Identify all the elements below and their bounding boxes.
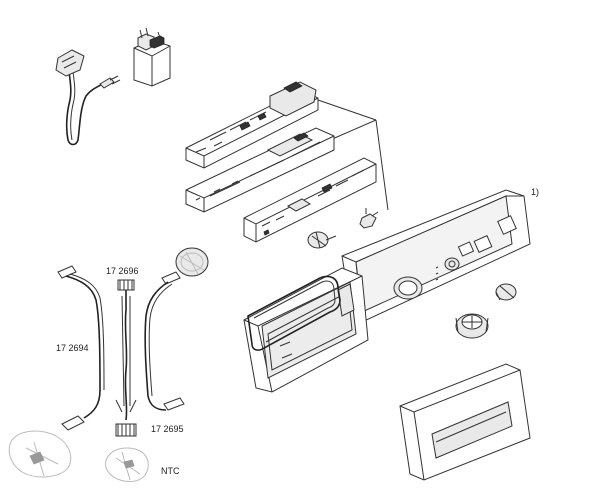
- program-knob-shaft: [307, 231, 337, 249]
- ref-label-1: 1): [531, 187, 540, 197]
- detergent-drawer-frame: [243, 267, 369, 393]
- electronic-module-frame: [185, 127, 335, 213]
- leader-lines: [317, 99, 389, 211]
- cable-harness-2696: [115, 279, 137, 437]
- electronic-module-upper: [185, 81, 319, 169]
- part-label-2696: 17 2696: [106, 266, 139, 276]
- control-pcb: [243, 157, 377, 243]
- cable-harness-2695: [144, 271, 185, 411]
- control-knob-large: [455, 313, 489, 339]
- pressure-switch: [175, 247, 209, 277]
- selector-gear: [359, 208, 379, 229]
- control-knob-small: [495, 283, 517, 301]
- cable-harness-2694: [57, 265, 105, 431]
- control-panel-fascia: [341, 189, 531, 323]
- pump-faint: [8, 430, 72, 478]
- power-cord: [55, 49, 121, 146]
- ntc-label: NTC: [161, 466, 180, 476]
- ntc-sensor-faint: [105, 447, 149, 482]
- part-label-2694: 17 2694: [56, 343, 89, 353]
- part-label-2695: 17 2695: [151, 424, 184, 434]
- drawer-seal-gasket: [247, 275, 341, 351]
- interference-filter: [133, 27, 171, 87]
- detergent-drawer-handle: [399, 363, 531, 481]
